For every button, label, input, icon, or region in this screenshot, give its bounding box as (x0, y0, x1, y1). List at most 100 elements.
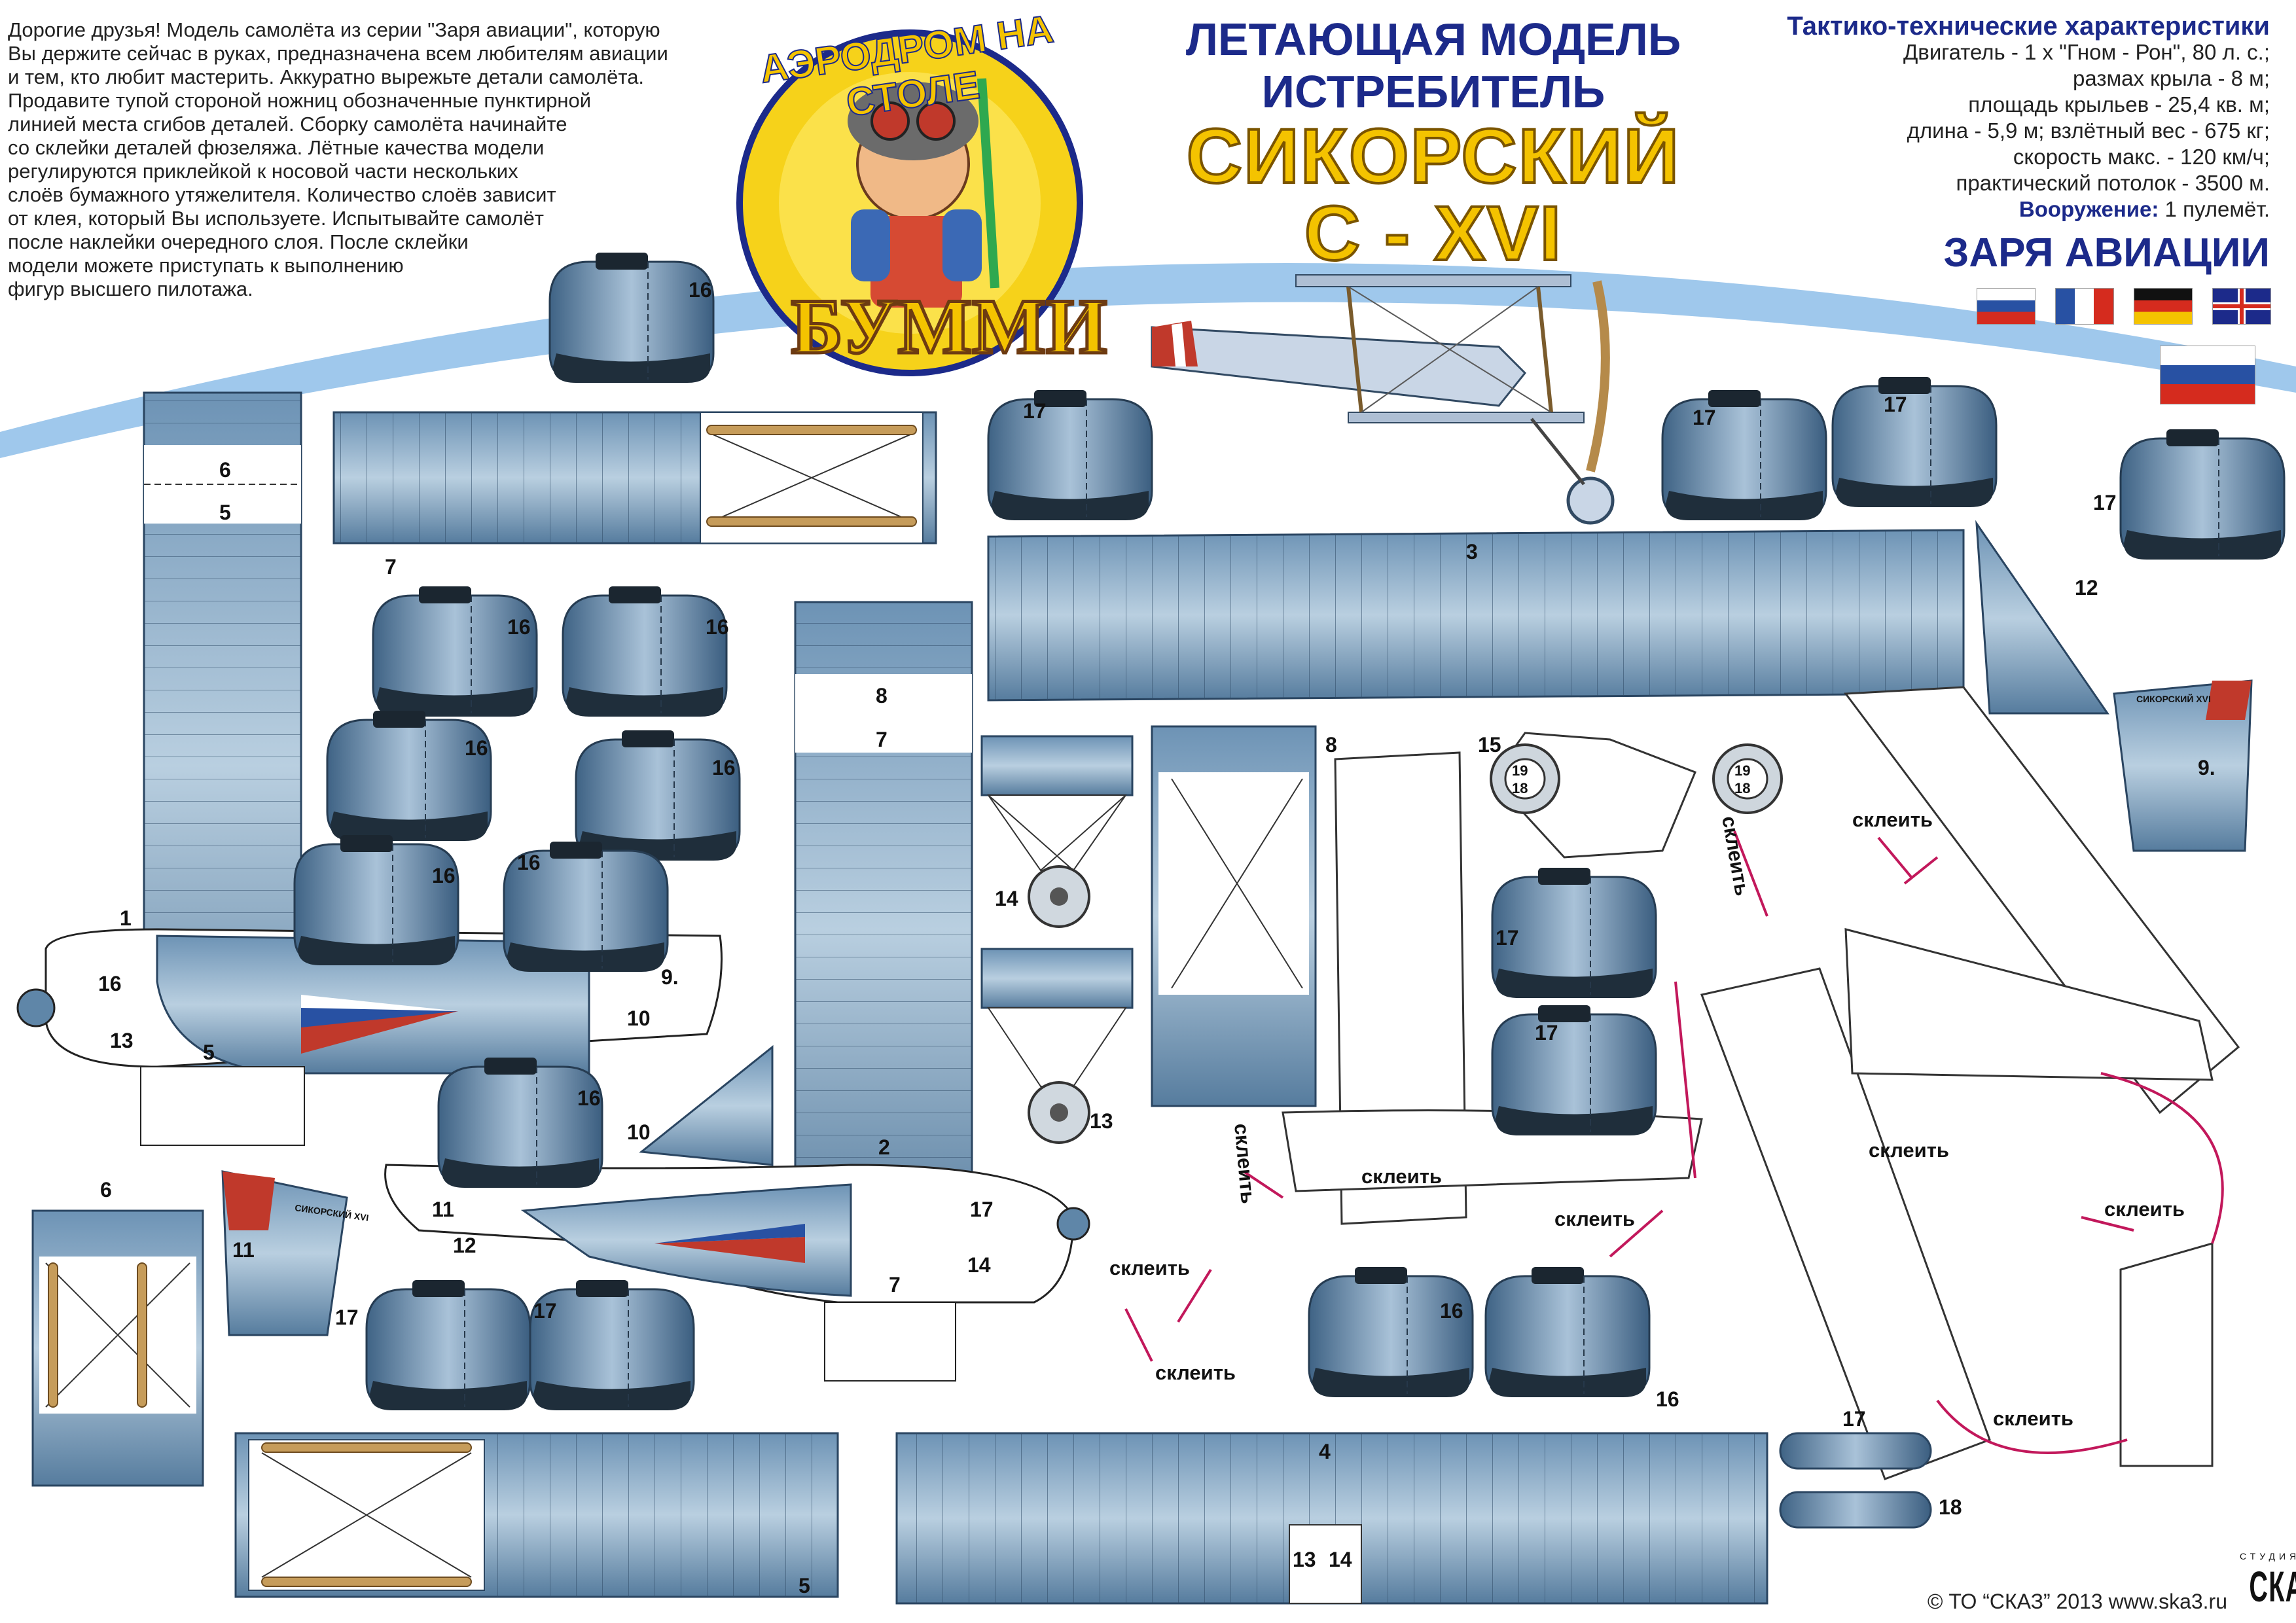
part-number: 1 (120, 906, 132, 930)
part-number: 16 (507, 615, 531, 639)
part-number: 16 (1656, 1387, 1679, 1411)
part-number: 12 (453, 1234, 476, 1257)
part-number: 13 (110, 1029, 134, 1052)
glue-label: склеить (1361, 1165, 1442, 1188)
part-number: 12 (2075, 576, 2098, 599)
flag-uk-icon[interactable] (2212, 288, 2271, 325)
armament-label: Вооружение: (2018, 197, 2159, 221)
part-number: 8 (1325, 733, 1337, 757)
intro-line: модели можете приступать к выполнению (8, 254, 404, 277)
part-number: 17 (2093, 491, 2117, 514)
intro-line: после наклейки очередного слоя. После ск… (8, 230, 469, 253)
part-number: 10 (627, 1007, 651, 1030)
part-number: 9. (2198, 756, 2215, 779)
armament-value: 1 пулемёт. (2159, 197, 2270, 221)
title-line-3: СИКОРСКИЙ (1185, 113, 1681, 200)
part-number: 16 (465, 736, 488, 760)
glue-label: склеить (2104, 1198, 2185, 1221)
part-number: 17 (1535, 1021, 1558, 1044)
part-number: 10 (627, 1120, 651, 1144)
wheel-number: 19 (1512, 762, 1528, 779)
part-number: 17 (533, 1299, 557, 1323)
part-number: 16 (432, 864, 456, 887)
spec-line: площадь крыльев - 25,4 кв. м; (1968, 92, 2270, 116)
part-lower-left-6 (31, 1209, 204, 1487)
title-line-2: ИСТРЕБИТЕЛЬ (1261, 66, 1605, 117)
part-number: 5 (219, 501, 231, 524)
intro-line: со склейки деталей фюзеляжа. Лётные каче… (8, 136, 545, 159)
part-8-strut-panel (1151, 725, 1317, 1107)
intro-line: фигур высшего пилотажа. (8, 277, 253, 300)
series-name: ЗАРЯ АВИАЦИИ (1943, 230, 2270, 276)
part-number: 16 (1440, 1299, 1463, 1323)
part-number: 2 (878, 1135, 890, 1159)
part-number: 7 (889, 1273, 901, 1296)
wheel-part-15 (1490, 732, 1783, 859)
part-wing-3 (987, 529, 1965, 702)
glue-label: склеить (1155, 1361, 1236, 1384)
part-number: 8 (876, 684, 888, 707)
part-18-pill (1779, 1432, 1932, 1470)
part-number: 3 (1466, 540, 1478, 563)
part-number: 7 (385, 555, 397, 579)
copyright: © ТО “СКАЗ” 2013 www.ska3.ru (1927, 1590, 2227, 1613)
part-number: 13 (1293, 1548, 1316, 1571)
part-number: 4 (1319, 1440, 1331, 1463)
intro-line: Вы держите сейчас в руках, предназначена… (8, 42, 668, 65)
part-number: 9. (661, 965, 679, 989)
fuselage-part-2 (384, 1164, 1090, 1382)
spec-line: Двигатель - 1 х "Гном - Рон", 80 л. с.; (1903, 40, 2270, 64)
spec-line: практический потолок - 3500 м. (1956, 171, 2270, 195)
part-19-pill (1779, 1491, 1932, 1529)
title-line-4: С - XVI (1303, 190, 1563, 277)
part-number: 16 (577, 1086, 601, 1110)
wheel-number: 19 (1734, 762, 1751, 779)
page-title: ЛЕТАЮЩАЯ МОДЕЛЬ ИСТРЕБИТЕЛЬ СИКОРСКИЙ С … (1139, 13, 1728, 277)
flag-france-icon[interactable] (2055, 288, 2114, 325)
part-number: 13 (1090, 1109, 1113, 1133)
part-number: 14 (995, 887, 1018, 910)
part-number: 15 (1478, 733, 1501, 757)
logo-name: БУММИ (789, 281, 1109, 372)
part-number: 17 (1884, 393, 1907, 416)
intro-line: Продавите тупой стороной ножниц обозначе… (8, 89, 592, 112)
flag-germany-icon[interactable] (2134, 288, 2193, 325)
fin-label: СИКОРСКИЙ XVI (2136, 694, 2211, 704)
intro-line: Дорогие друзья! Модель самолёта из серии… (8, 18, 660, 41)
studio-name: СКАЗ (2249, 1562, 2296, 1611)
intro-line: линией места сгибов деталей. Сборку само… (8, 113, 567, 135)
part-center-column (794, 601, 973, 1258)
intro-line: регулируются приклейкой к носовой части … (8, 160, 518, 183)
specs-block: Тактико-технические характеристики Двига… (1628, 13, 2270, 275)
glue-arrows (1124, 830, 2224, 1454)
part-number: 16 (517, 851, 541, 874)
part-number: 11 (432, 1198, 454, 1221)
assembly-diagram (1282, 686, 2240, 1480)
part-bottom-panel-5 (234, 1432, 839, 1598)
spec-armament: Вооружение: 1 пулемёт. (1628, 196, 2270, 223)
title-line-1: ЛЕТАЮЩАЯ МОДЕЛЬ (1185, 14, 1681, 65)
intro-line: от клея, который Вы используете. Испытыв… (8, 207, 545, 230)
wheel-number: 18 (1512, 780, 1528, 796)
flag-russia-icon[interactable] (1977, 288, 2036, 325)
bummi-logo-graphic (736, 29, 1083, 376)
part-number: 16 (689, 278, 712, 302)
spec-line: размах крыла - 8 м; (2073, 66, 2270, 90)
specs-header: Тактико-технические характеристики (1787, 12, 2270, 41)
undercarriage-parts (980, 735, 1134, 1144)
part-number: 17 (1023, 399, 1047, 423)
glue-label: склеить (1109, 1257, 1190, 1279)
glue-label: склеить (1993, 1407, 2073, 1430)
flag-russia-large-icon[interactable] (2160, 346, 2255, 404)
part-number: 17 (1496, 926, 1519, 950)
part-number: 14 (967, 1253, 991, 1277)
intro-line: слоёв бумажного утяжелителя. Количество … (8, 183, 556, 206)
part-number: 16 (712, 756, 736, 779)
glue-label: склеить (1852, 808, 1933, 831)
tail-parts (221, 520, 2253, 1336)
part-number: 5 (203, 1041, 215, 1064)
part-number: 17 (970, 1198, 994, 1221)
part-number: 6 (100, 1178, 112, 1202)
part-number: 18 (1939, 1495, 1962, 1519)
